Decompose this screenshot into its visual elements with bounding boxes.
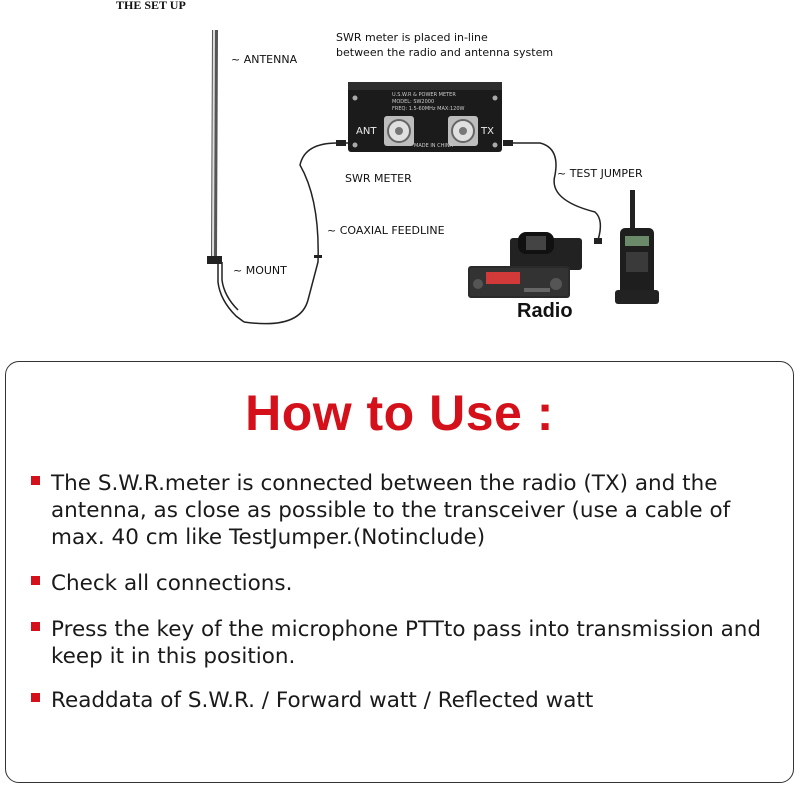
- meter-tx-label: TX: [481, 126, 494, 137]
- setup-note-line2: between the radio and antenna system: [336, 46, 554, 59]
- swr-meter-illustration: [348, 82, 502, 152]
- instruction-step: Press the key of the microphone PTTto pa…: [28, 616, 773, 670]
- instruction-step: Check all connections.: [28, 570, 773, 597]
- how-to-use-card: How to Use : The S.W.R.meter is connecte…: [5, 361, 794, 783]
- meter-made-in: MADE IN CHINA: [414, 143, 454, 149]
- coaxial-feedline-label: ~ COAXIAL FEEDLINE: [327, 224, 445, 237]
- instruction-text: Readdata of S.W.R. / Forward watt / Refl…: [51, 688, 594, 713]
- how-to-use-title: How to Use :: [245, 385, 554, 441]
- meter-panel-line2: MODEL: SW2000: [392, 99, 435, 105]
- meter-ant-label: ANT: [356, 126, 377, 137]
- instruction-text: Press the key of the microphone PTTto pa…: [51, 617, 762, 669]
- bullet-square-icon: [31, 576, 40, 585]
- instruction-step: Readdata of S.W.R. / Forward watt / Refl…: [28, 687, 773, 714]
- meter-panel-line3: FREQ: 1.5-60MHz MAX:120W: [392, 106, 465, 112]
- setup-diagram: THE SET UP: [0, 0, 800, 340]
- meter-panel-line1: U.S.W.R & POWER METER: [392, 92, 456, 98]
- handheld-radio-illustration: [615, 190, 659, 304]
- instruction-text: The S.W.R.meter is connected between the…: [51, 471, 731, 550]
- test-jumper-cable: [503, 140, 602, 244]
- antenna-label: ~ ANTENNA: [231, 53, 298, 66]
- instruction-text: Check all connections.: [51, 571, 293, 596]
- bullet-square-icon: [31, 476, 40, 485]
- mobile-radio-illustration: [468, 232, 582, 298]
- antenna-illustration: [207, 29, 245, 323]
- mount-label: ~ MOUNT: [233, 264, 287, 277]
- setup-illustration: [207, 29, 659, 325]
- radio-label: Radio: [517, 300, 573, 322]
- instruction-list: The S.W.R.meter is connected between the…: [28, 470, 773, 714]
- instruction-step: The S.W.R.meter is connected between the…: [28, 470, 773, 551]
- bullet-square-icon: [31, 693, 40, 702]
- bullet-square-icon: [31, 622, 40, 631]
- setup-title: THE SET UP: [116, 0, 186, 12]
- setup-note-line1: SWR meter is placed in-line: [336, 31, 488, 44]
- coaxial-feedline: [243, 140, 353, 325]
- test-jumper-label: ~ TEST JUMPER: [557, 167, 643, 180]
- swr-meter-label: SWR METER: [345, 172, 412, 185]
- setup-note: SWR meter is placed in-line between the …: [336, 30, 553, 60]
